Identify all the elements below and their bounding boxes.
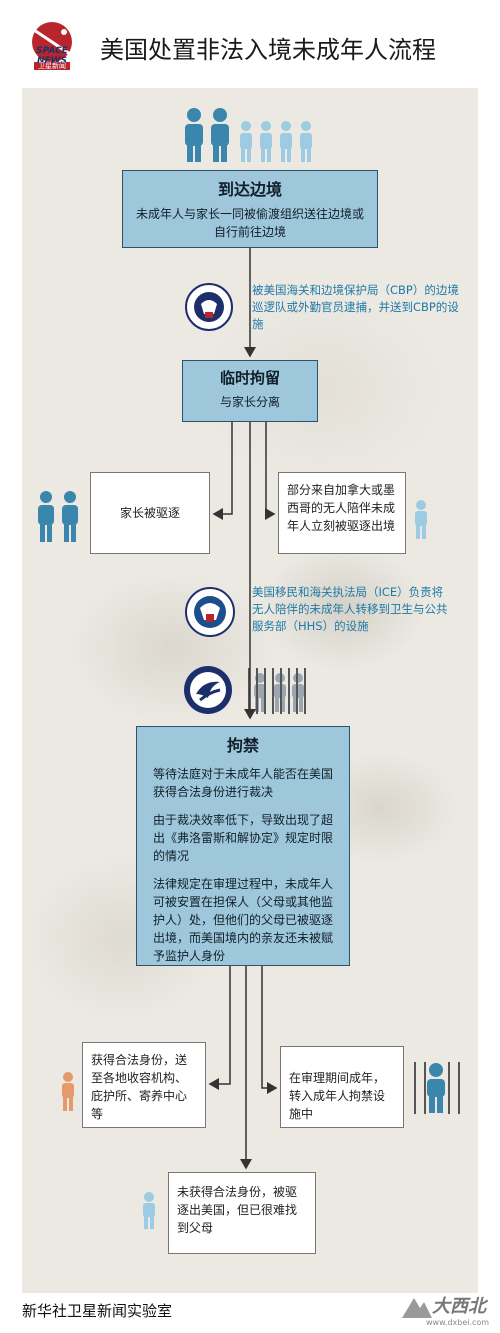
- logo: SPACE NEWS 卫星新闻: [20, 18, 84, 74]
- adult-bars-icon: [414, 1062, 460, 1114]
- ice-note: 美国移民和海关执法局（ICE）负责将无人陪伴的未成年人转移到卫生与公共服务部（H…: [252, 585, 448, 633]
- step-detention-p2: 由于裁决效率低下，导致出现了超出《弗洛雷斯和解协定》规定时限的情况: [153, 813, 334, 863]
- logo-subtext: 卫星新闻: [38, 62, 66, 70]
- page-title: 美国处置非法入境未成年人流程: [100, 36, 436, 64]
- step-detention: 拘禁 等待法庭对于未成年人能否在美国获得合法身份进行裁决 由于裁决效率低下，导致…: [136, 726, 350, 966]
- step-temporary-detention-text: 与家长分离: [219, 395, 280, 409]
- cbp-note: 被美国海关和边境保护局（CBP）的边境巡逻队或外勤官员逮捕，并送到CBP的设施: [252, 283, 459, 331]
- outcome-adult-detention: 在审理期间成年，转入成年人拘禁设施中: [280, 1046, 404, 1128]
- step-arrive-title: 到达边境: [217, 180, 282, 199]
- detained-children-bars-icon: [248, 668, 306, 714]
- logo-text: SPACE NEWS: [36, 46, 68, 66]
- hhs-seal-icon: [184, 666, 232, 714]
- step-detention-p3: 法律规定在审理过程中，未成年人可被安置在担保人（父母或其他监护人）处，但他们的父…: [153, 877, 334, 963]
- child-icon-right: [415, 500, 427, 539]
- dhs-seal-icon: [185, 587, 235, 637]
- space-news-logo-icon: [32, 22, 72, 70]
- parents-icon: [38, 491, 78, 542]
- step-detention-p1: 等待法庭对于未成年人能否在美国获得合法身份进行裁决: [153, 767, 334, 799]
- child-icon-bottom: [143, 1192, 155, 1229]
- step-arrive-text: 未成年人与家长一同被偷渡组织送往边境或自行前往边境: [135, 207, 364, 239]
- outcome-deported-no-legal-status: 未获得合法身份，被驱逐出美国，但已很难找到父母: [168, 1172, 316, 1254]
- child-icon-orange: [62, 1072, 74, 1111]
- outcome-legal-status: 获得合法身份，送至各地收容机构、庇护所、寄养中心等: [82, 1042, 206, 1128]
- watermark-mountain-icon: [402, 1298, 432, 1318]
- family-people-icon: [185, 108, 312, 162]
- step-temporary-detention: 临时拘留 与家长分离: [182, 360, 318, 422]
- watermark: 大西北 www.dxbei.com: [400, 1290, 496, 1332]
- cbp-seal-icon: [185, 283, 233, 331]
- branch-immediate-deportation: 部分来自加拿大或墨西哥的无人陪伴未成年人立刻被驱逐出境: [278, 472, 406, 554]
- footer-credit: 新华社卫星新闻实验室: [22, 1302, 173, 1320]
- step-temporary-detention-title: 临时拘留: [219, 369, 280, 387]
- step-detention-title: 拘禁: [226, 736, 259, 755]
- branch-parents-deported: 家长被驱逐: [90, 472, 210, 554]
- step-arrive-border: 到达边境 未成年人与家长一同被偷渡组织送往边境或自行前往边境: [122, 170, 378, 248]
